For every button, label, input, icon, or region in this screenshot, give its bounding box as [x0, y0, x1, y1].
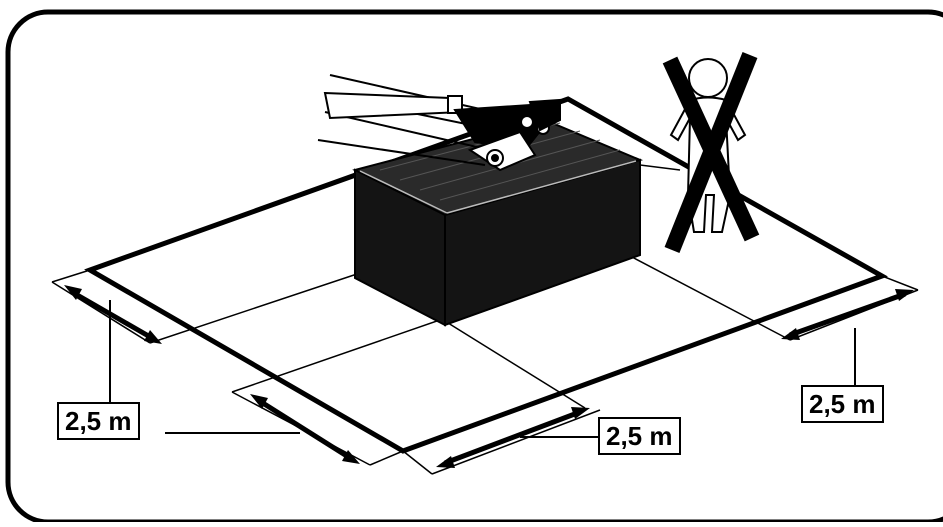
dimension-label-bottom: 2,5 m — [598, 417, 681, 455]
arrow-right-dimension — [781, 289, 914, 340]
dimension-arrows — [64, 285, 914, 468]
dimension-label-left: 2,5 m — [57, 402, 140, 440]
arrow-bottom-left-dimension — [250, 394, 360, 464]
dimension-leaders — [109, 300, 856, 438]
arrow-bottom-right-dimension — [436, 407, 590, 468]
guide-lines — [51, 159, 919, 475]
machine-icon — [317, 74, 561, 172]
dimension-label-right: 2,5 m — [801, 385, 884, 423]
prohibited-cross-icon — [662, 52, 760, 253]
arrow-left-dimension — [64, 285, 162, 344]
